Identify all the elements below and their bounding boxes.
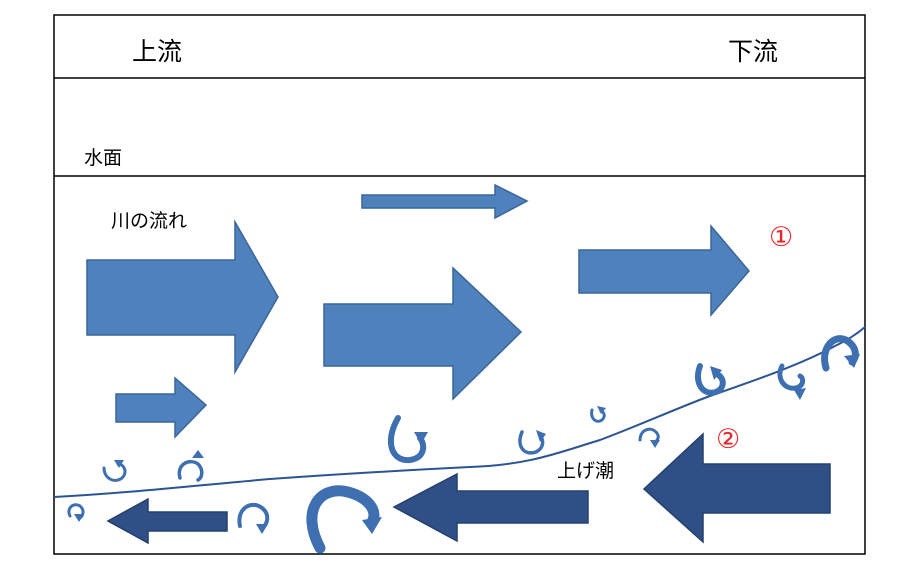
eddy-middle-1 [518, 430, 546, 455]
rising-tide-label: 上げ潮 [557, 460, 615, 482]
tide-arrow-middle [392, 472, 589, 543]
eddy-right-1 [695, 363, 726, 396]
eddy-left-1 [237, 502, 270, 534]
eddy-right-3 [821, 335, 860, 372]
river-flow-label: 川の流れ [111, 210, 188, 232]
diagram-frame [53, 14, 866, 555]
eddy-center [387, 415, 428, 464]
water-surface-label: 水面 [84, 147, 123, 169]
eddy-left-4 [67, 503, 85, 522]
upstream-label: 上流 [132, 37, 183, 66]
river-flow-arrows [86, 183, 750, 439]
eddies [67, 335, 860, 554]
river-flow-arrow-center [323, 266, 523, 401]
marker-one: ① [769, 222, 794, 253]
rising-tide-arrows [106, 432, 831, 545]
salt-wedge-boundary-line [53, 326, 866, 498]
river-flow-arrow-right [578, 223, 750, 318]
tide-arrow-small [106, 497, 228, 545]
eddy-left-3 [102, 460, 127, 482]
river-flow-arrow-small-top [361, 183, 529, 220]
marker-two: ② [716, 424, 741, 455]
eddy-middle-3 [638, 427, 660, 448]
river-flow-arrow-lower-left [115, 376, 208, 439]
tide-arrow-large [642, 432, 831, 544]
river-flow-arrow-large [86, 219, 279, 375]
eddy-left-2 [177, 450, 204, 482]
eddy-large [306, 485, 382, 554]
downstream-label: 下流 [728, 37, 779, 66]
eddy-middle-2 [590, 406, 606, 423]
eddy-right-2 [777, 363, 806, 400]
